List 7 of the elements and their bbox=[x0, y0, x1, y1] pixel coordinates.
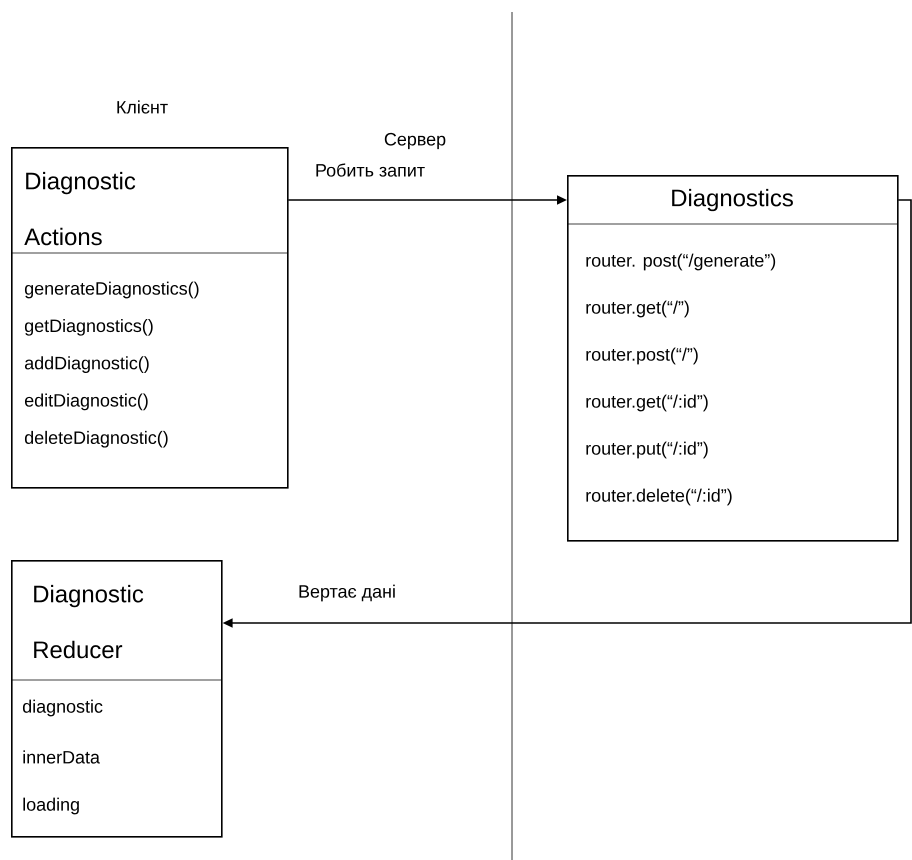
section-label: Сервер bbox=[384, 132, 446, 150]
class-box: Diagnostic Reducer diagnostic innerData loading bbox=[10, 560, 223, 838]
section-label: Клієнт bbox=[117, 100, 168, 114]
edge-label: Робить запит bbox=[314, 162, 426, 178]
edge-label: Вертає дані bbox=[297, 584, 397, 602]
class-box: Diagnostics router. post(“/generate”) router.get(“/”) router.post(“/”) router.get(“/:id”) router.put(“/:id”) router.delete(“/:id”) bbox=[566, 175, 899, 542]
class-box: Diagnostic Actions generateDiagnostics() getDiagnostics() addDiagnostic() editDiagnostic() deleteDiagnostic() bbox=[10, 147, 289, 489]
